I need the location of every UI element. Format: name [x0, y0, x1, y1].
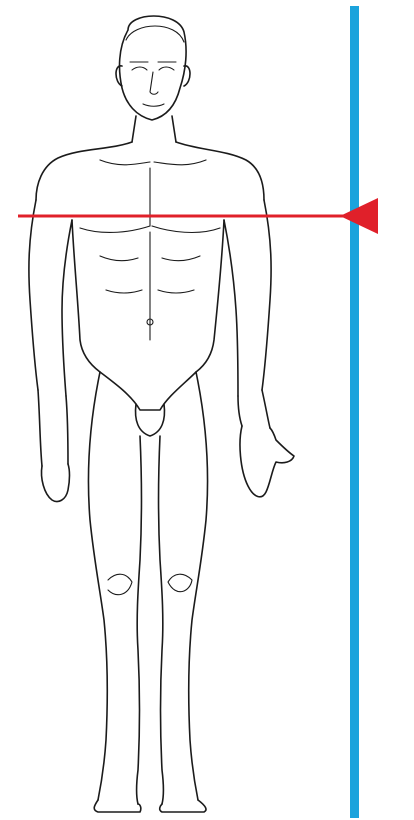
human-figure	[29, 16, 294, 812]
right-eye	[159, 67, 174, 70]
right-foot	[160, 800, 206, 812]
torso-left	[72, 220, 100, 372]
right-upper-arm-outer	[262, 200, 271, 390]
neck-right	[172, 116, 176, 142]
left-leg-inner	[137, 436, 142, 804]
right-hand	[240, 426, 294, 497]
right-leg-outer	[189, 372, 208, 800]
right-forearm	[238, 390, 270, 428]
left-upper-arm-inner	[62, 220, 72, 396]
pelvis	[100, 372, 196, 410]
right-knee	[168, 574, 192, 591]
clavicles	[100, 160, 206, 165]
left-shoulder	[36, 142, 132, 200]
left-leg-outer	[88, 372, 107, 800]
left-foot	[94, 800, 141, 812]
torso-right	[196, 220, 224, 372]
left-eye	[132, 67, 147, 70]
hairline	[126, 26, 184, 42]
right-leg-inner	[159, 436, 164, 804]
left-hand	[41, 464, 69, 502]
nose	[150, 72, 158, 94]
right-upper-arm-inner	[224, 220, 238, 396]
left-knee	[108, 574, 132, 594]
neck-left	[132, 116, 136, 142]
vertical-reference-line	[350, 6, 359, 818]
left-upper-arm-outer	[29, 200, 38, 390]
right-shoulder	[176, 142, 264, 200]
mouth	[143, 104, 164, 106]
left-forearm	[38, 390, 68, 466]
